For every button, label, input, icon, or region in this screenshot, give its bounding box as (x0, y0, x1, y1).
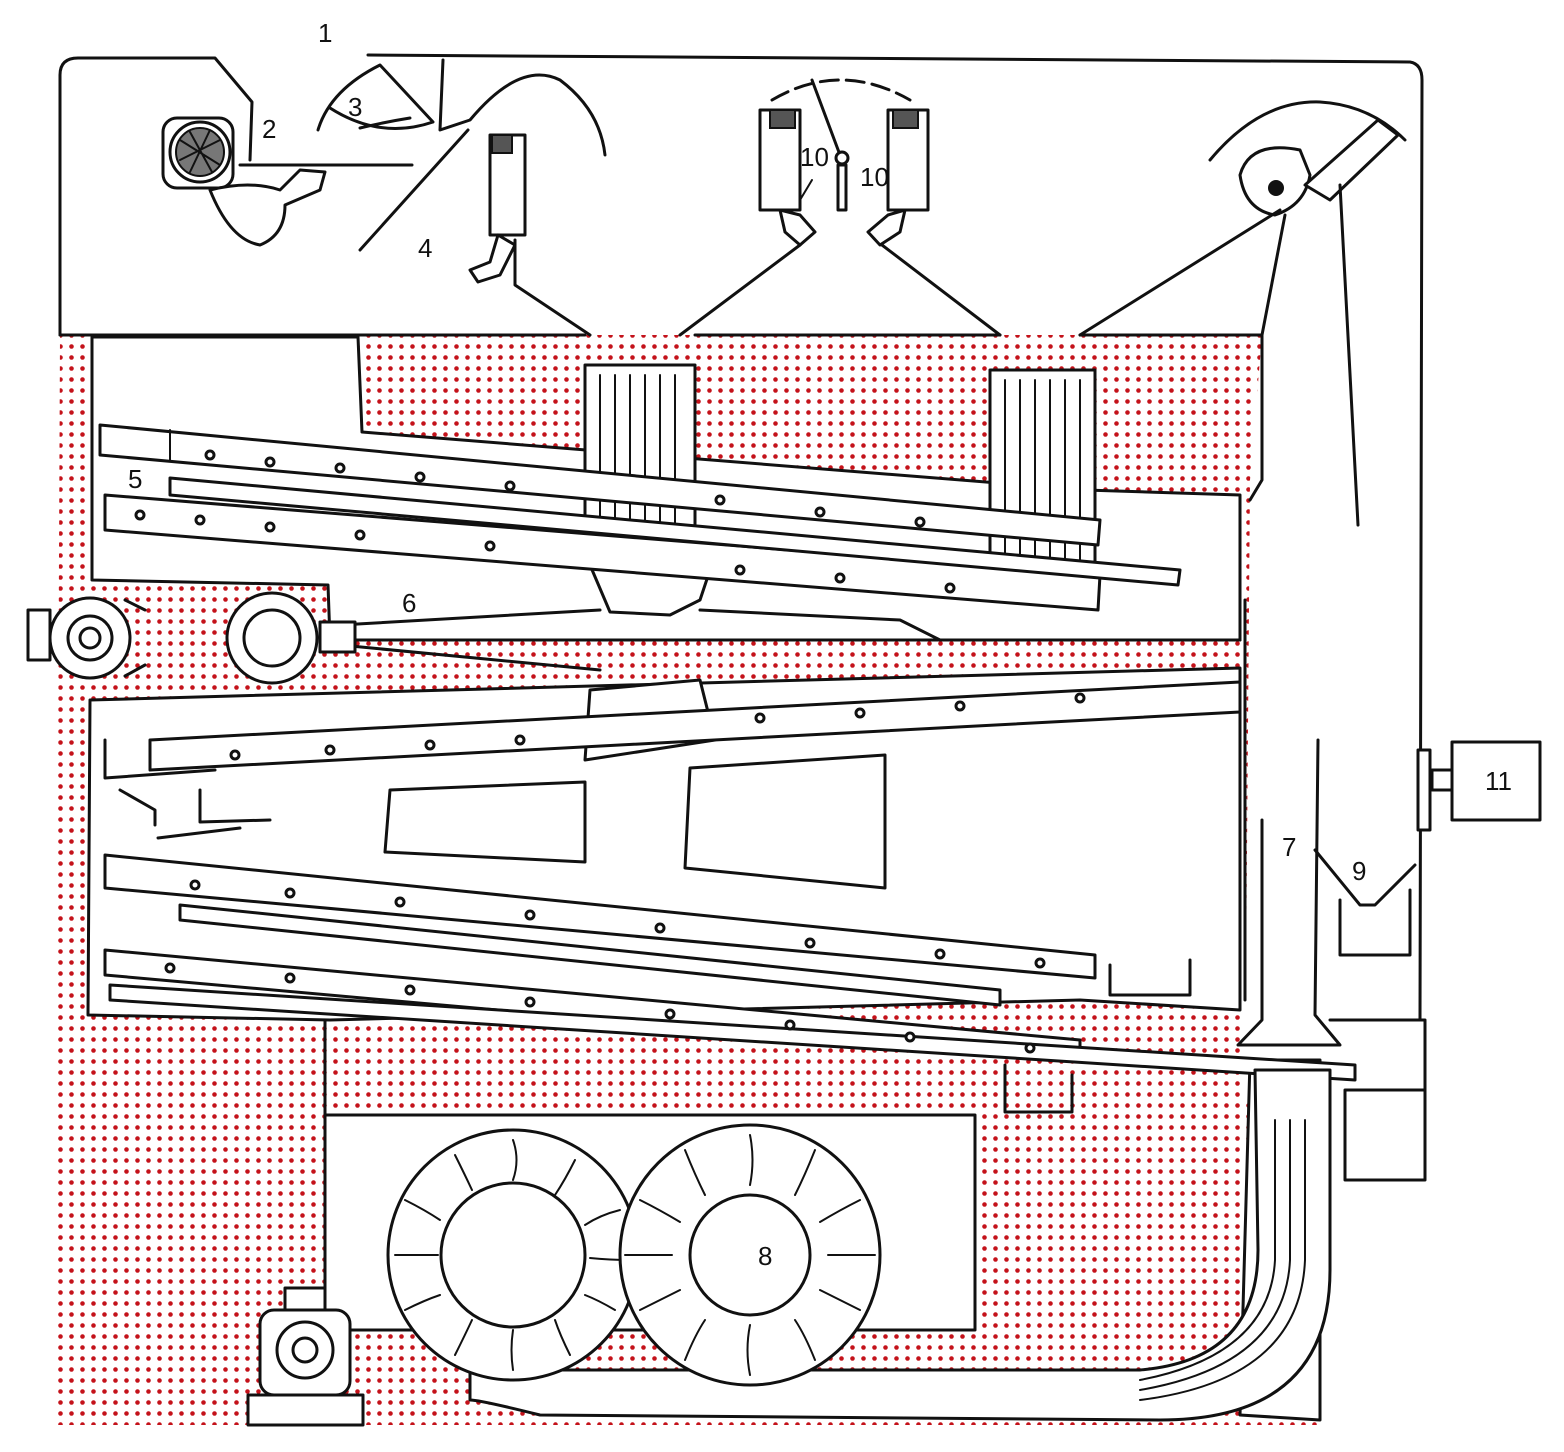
feed-valve-4 (468, 133, 592, 337)
label-6: 6 (402, 588, 416, 618)
label-11: 11 (1485, 766, 1512, 796)
label-10-left: 10 (800, 142, 829, 172)
part-labels: 1 2 3 4 5 6 7 8 9 10 10 11 (128, 18, 1512, 1271)
fan-drive-motor (246, 1018, 365, 1427)
vibration-motor-right (225, 591, 357, 685)
label-7: 7 (1282, 832, 1296, 862)
label-2: 2 (262, 114, 276, 144)
sieve-deck-upper-2 (103, 476, 1182, 612)
label-3: 3 (348, 92, 362, 122)
label-1: 1 (318, 18, 332, 48)
drive-unit-11 (1416, 740, 1542, 832)
feed-valve-10-right (866, 108, 1002, 337)
swing-flap (770, 78, 912, 212)
fan-motor-2 (161, 116, 327, 247)
settling-chamber-9 (1313, 848, 1417, 957)
sieve-deck-middle (103, 680, 1242, 840)
label-5: 5 (128, 464, 142, 494)
label-10-right: 10 (860, 162, 889, 192)
fan-outlet-pipe (468, 1018, 1427, 1422)
upper-aspiration-chamber (58, 53, 1424, 1022)
sieve-deck-upper-1 (98, 423, 1102, 547)
feed-valve-right (1078, 118, 1400, 527)
inspection-windows (383, 753, 887, 890)
feed-valve-10-left (678, 108, 817, 337)
label-4: 4 (418, 233, 432, 263)
fan-drum-right (618, 1123, 882, 1387)
label-8: 8 (758, 1241, 772, 1271)
sieve-deck-lower-2 (103, 948, 1357, 1114)
vibration-motor-left (26, 596, 147, 680)
air-channel-7 (1236, 598, 1342, 1047)
sieve-deck-lower-1 (103, 853, 1097, 1007)
label-9: 9 (1352, 856, 1366, 886)
fan-drum-left (386, 1128, 640, 1382)
